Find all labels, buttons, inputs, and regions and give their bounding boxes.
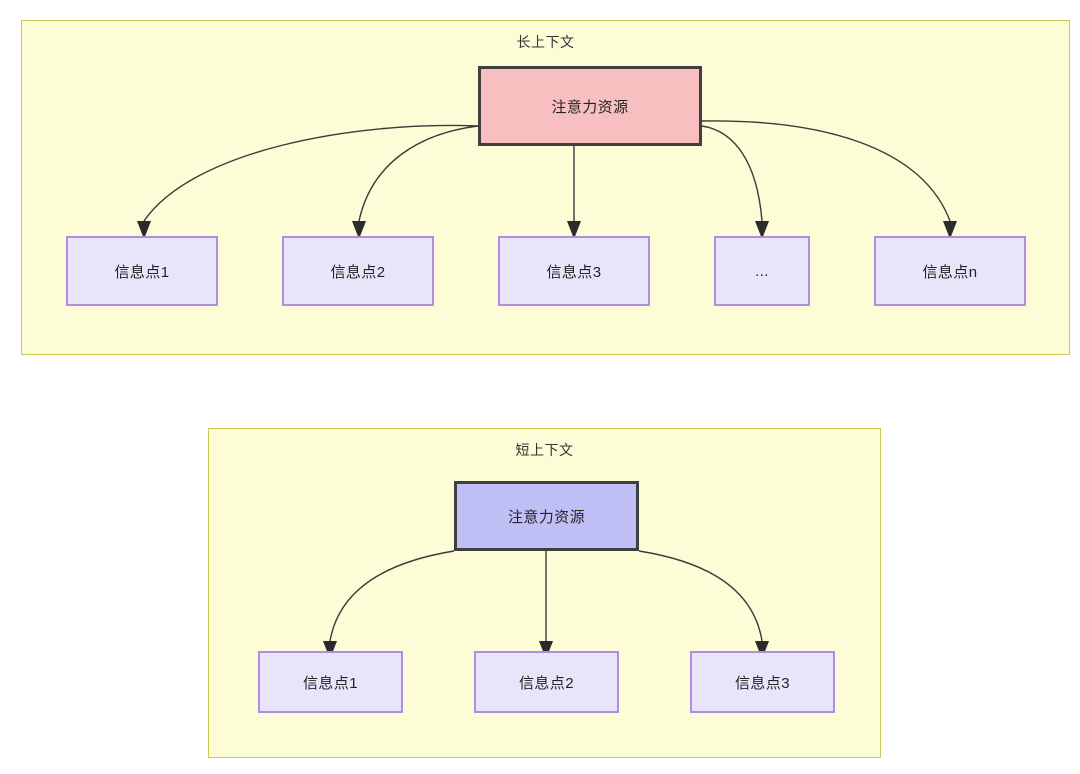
edge-root-to-leaf-1 xyxy=(143,124,479,222)
group-short-context: 短上下文 注意力资源 信息点1 信息点2 信息点3 xyxy=(208,428,881,758)
node-label: 注意力资源 xyxy=(551,98,629,116)
node-label: 信息点3 xyxy=(546,263,602,281)
group-long-context-title: 长上下文 xyxy=(516,34,575,50)
edge-root-to-leaf-2 xyxy=(358,125,479,222)
node-label: ... xyxy=(755,262,769,280)
node-label: 信息点2 xyxy=(330,263,386,281)
group-long-context: 长上下文 注意力资源 信息点1 信 xyxy=(21,20,1070,355)
node-info-point-ellipsis[interactable]: ... xyxy=(714,236,810,306)
node-info-point-n[interactable]: 信息点n xyxy=(874,236,1026,306)
node-label: 信息点1 xyxy=(114,263,170,281)
edge-root-to-leaf-1 xyxy=(329,550,455,642)
node-info-point-3[interactable]: 信息点3 xyxy=(498,236,650,306)
node-label: 注意力资源 xyxy=(507,508,585,526)
edge-root-to-leaf-5 xyxy=(701,120,951,222)
node-info-point-2[interactable]: 信息点2 xyxy=(282,236,434,306)
node-info-point-1[interactable]: 信息点1 xyxy=(66,236,218,306)
node-label: 信息点1 xyxy=(303,674,358,692)
edge-root-to-leaf-3 xyxy=(638,550,763,642)
node-label: 信息点2 xyxy=(519,674,574,692)
edge-root-to-leaf-4 xyxy=(701,125,763,222)
node-label: 信息点n xyxy=(922,263,978,281)
node-label: 信息点3 xyxy=(735,674,790,692)
node-info-point-3[interactable]: 信息点3 xyxy=(690,651,835,713)
node-info-point-1[interactable]: 信息点1 xyxy=(258,651,403,713)
group-short-context-title: 短上下文 xyxy=(515,442,574,458)
node-info-point-2[interactable]: 信息点2 xyxy=(474,651,619,713)
node-attention-resource-long[interactable]: 注意力资源 xyxy=(478,66,702,146)
node-attention-resource-short[interactable]: 注意力资源 xyxy=(454,481,639,551)
